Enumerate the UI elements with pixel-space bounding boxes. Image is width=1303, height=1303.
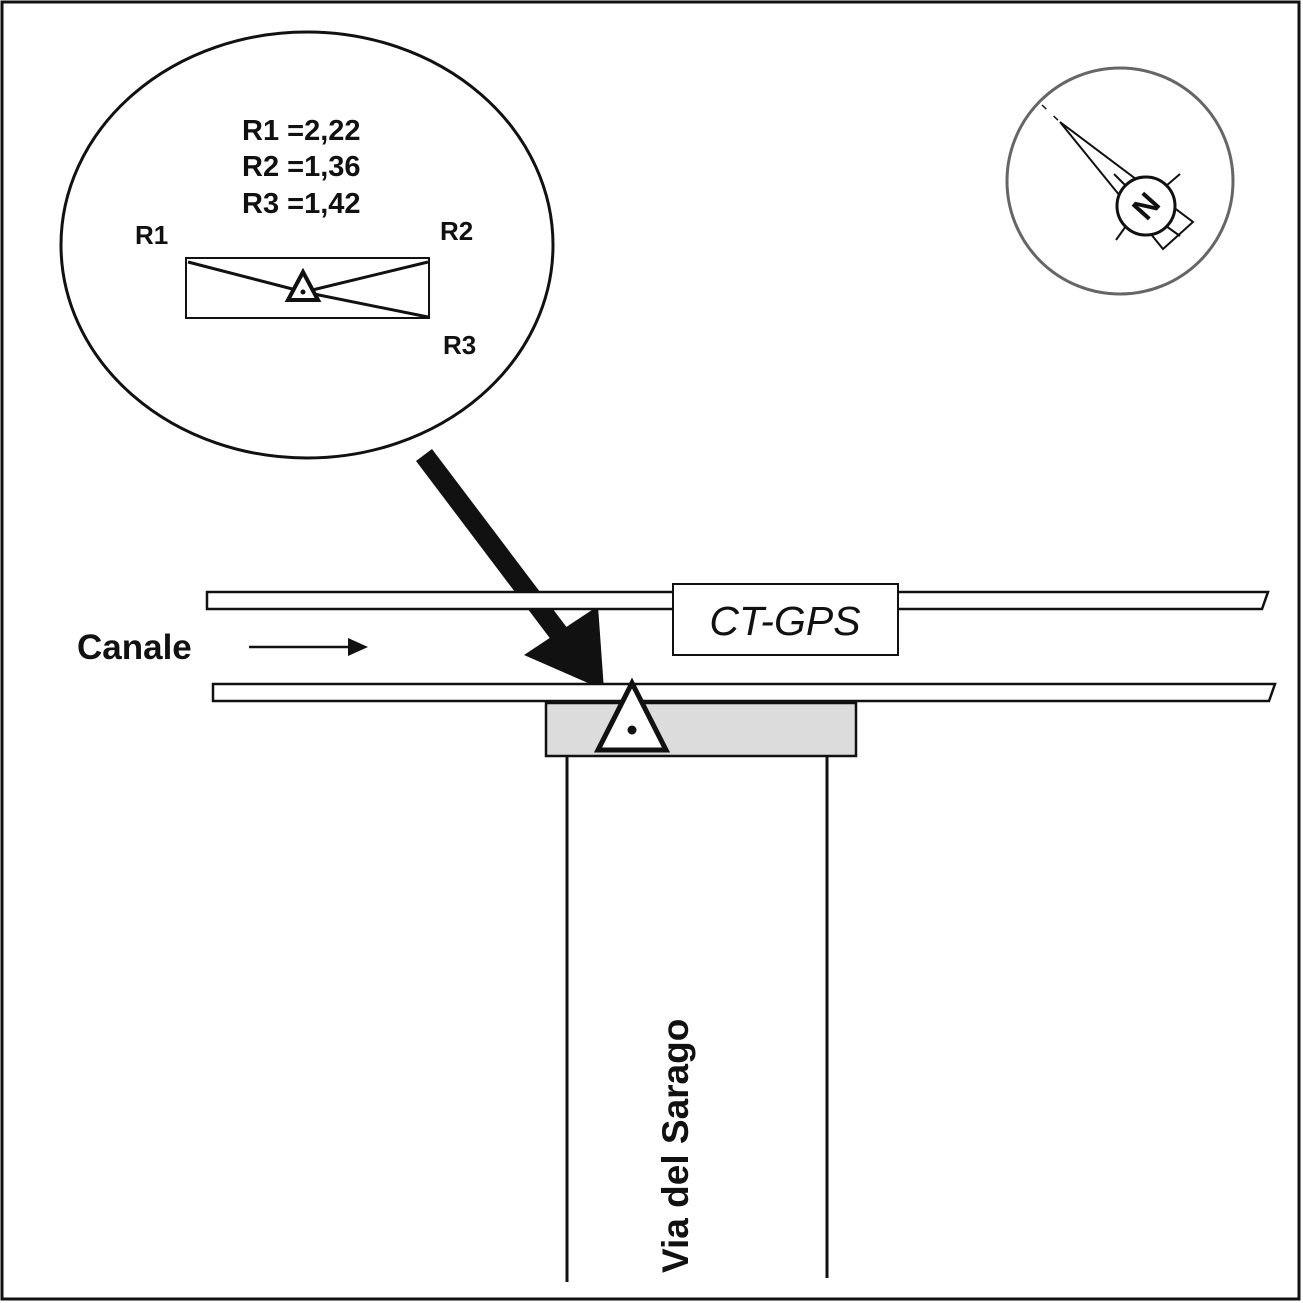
- point-label-r1: R1: [135, 220, 168, 250]
- flow-arrow-icon: [249, 638, 368, 656]
- benchmark-icon: [593, 677, 671, 753]
- detail-benchmark-dot: [300, 289, 306, 295]
- detail-benchmark-icon: [284, 267, 322, 302]
- detail-rectangle: [185, 257, 430, 319]
- reference-line-r2: [303, 260, 429, 294]
- compass-rose: N: [1005, 66, 1235, 296]
- compass-tick-4: [1113, 173, 1127, 187]
- measurement-r1: R1 =2,22: [242, 115, 361, 147]
- road-label: Via del Sarago: [655, 1019, 696, 1273]
- benchmark-dot: [627, 725, 637, 735]
- detail-inset: R1 =2,22 R2 =1,36 R3 =1,42 R1 R2 R3: [59, 30, 555, 460]
- compass-hub: [1115, 175, 1177, 237]
- pointer-arrow-head: [524, 606, 604, 690]
- canal-label: Canale: [77, 628, 192, 667]
- station-label-box: [672, 583, 899, 656]
- canal-bank-south: [211, 682, 1277, 703]
- compass-tick-2: [1165, 225, 1181, 237]
- compass-tick-3: [1115, 225, 1127, 241]
- reference-line-r3: [303, 290, 429, 319]
- compass-tick-1: [1165, 173, 1181, 187]
- point-label-r2: R2: [440, 216, 473, 246]
- measurement-r2: R2 =1,36: [242, 151, 361, 183]
- measurement-r3: R3 =1,42: [242, 188, 361, 220]
- point-label-r3: R3: [443, 330, 476, 360]
- reference-line-r1: [187, 260, 305, 294]
- station-label: CT-GPS: [709, 598, 860, 644]
- detail-circle: [59, 30, 555, 460]
- bridge-platform: [544, 701, 858, 758]
